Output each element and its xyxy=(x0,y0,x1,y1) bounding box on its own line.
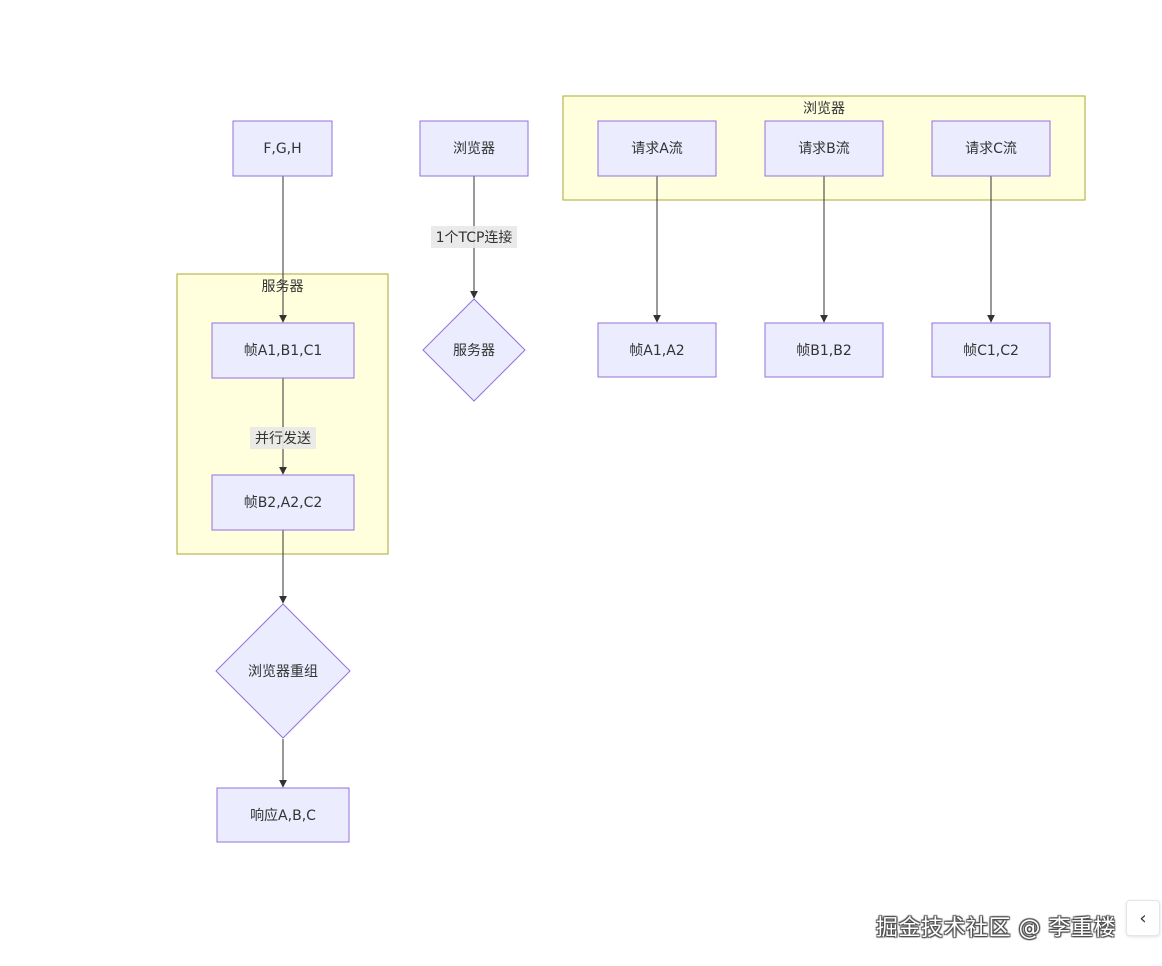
chevron-left-icon: ‹ xyxy=(1139,907,1147,929)
svg-text:帧B2,A2,C2: 帧B2,A2,C2 xyxy=(244,495,323,511)
svg-text:请求C流: 请求C流 xyxy=(965,141,1017,157)
svg-text:帧C1,C2: 帧C1,C2 xyxy=(963,343,1019,359)
node-frame-a1b1c1: 帧A1,B1,C1 xyxy=(211,322,355,379)
svg-text:浏览器重组: 浏览器重组 xyxy=(248,664,318,680)
svg-text:并行发送: 并行发送 xyxy=(255,431,311,447)
edge-label-parallel-send: 并行发送 xyxy=(250,427,316,449)
node-request-b: 请求B流 xyxy=(764,120,884,177)
node-frame-b2a2c2: 帧B2,A2,C2 xyxy=(211,474,355,531)
svg-text:帧A1,A2: 帧A1,A2 xyxy=(629,343,684,359)
node-frame-b1b2: 帧B1,B2 xyxy=(764,322,884,378)
node-frame-c1c2: 帧C1,C2 xyxy=(931,322,1051,378)
svg-text:帧B1,B2: 帧B1,B2 xyxy=(796,343,851,359)
collapse-button[interactable]: ‹ xyxy=(1126,900,1160,936)
node-fgh: F,G,H xyxy=(232,120,333,177)
node-server-diamond: 服务器 xyxy=(422,298,526,402)
svg-text:1个TCP连接: 1个TCP连接 xyxy=(436,229,513,246)
svg-text:F,G,H: F,G,H xyxy=(263,141,301,157)
watermark: 掘金技术社区 @ 李重楼 xyxy=(876,916,1116,941)
svg-text:帧A1,B1,C1: 帧A1,B1,C1 xyxy=(244,343,323,359)
node-browser-reassemble: 浏览器重组 xyxy=(215,603,351,739)
svg-text:请求A流: 请求A流 xyxy=(631,141,683,157)
svg-text:请求B流: 请求B流 xyxy=(798,141,850,157)
node-frame-a1a2: 帧A1,A2 xyxy=(597,322,717,378)
edge-label-tcp-connection: 1个TCP连接 xyxy=(431,226,517,248)
node-request-c: 请求C流 xyxy=(931,120,1051,177)
cluster-browser-title: 浏览器 xyxy=(803,101,845,117)
svg-text:响应A,B,C: 响应A,B,C xyxy=(250,807,316,824)
node-response-abc: 响应A,B,C xyxy=(216,787,350,843)
node-browser-single: 浏览器 xyxy=(419,120,529,177)
svg-text:服务器: 服务器 xyxy=(453,343,495,359)
svg-text:浏览器: 浏览器 xyxy=(453,141,495,157)
node-request-a: 请求A流 xyxy=(597,120,717,177)
